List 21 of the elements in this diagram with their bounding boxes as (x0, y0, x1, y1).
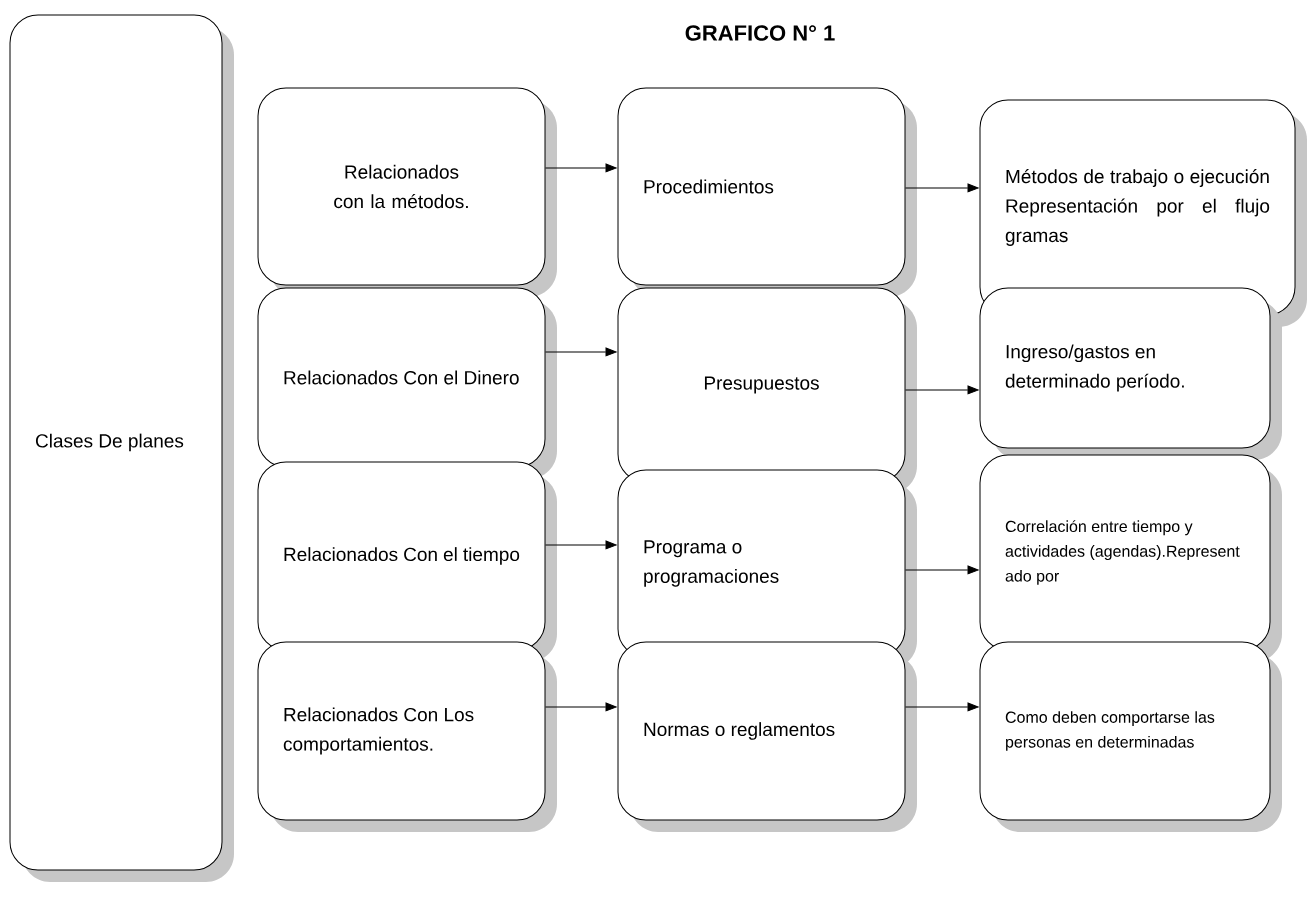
rounded-box: Ingreso/gastos en determinado período. (979, 287, 1282, 460)
arrow (545, 347, 617, 357)
arrow (905, 385, 979, 395)
rounded-box: Relacionados Con el Dinero (257, 287, 557, 479)
rounded-box: Como deben comportarse las personas en determinadas (979, 641, 1282, 832)
title: GRAFICO N° 1 (685, 25, 835, 41)
rounded-box: Relacionados con la métodos. (257, 87, 557, 297)
arrow (545, 540, 617, 550)
arrow (905, 183, 979, 193)
rounded-box: Correlación entre tiempo y actividades (agendas).Represent ado por (979, 454, 1282, 662)
arrow (545, 163, 617, 173)
rounded-box: Relacionados Con el tiempo (257, 461, 557, 662)
arrow (905, 702, 979, 712)
arrow (545, 702, 617, 712)
rounded-box: Clases De planes (9, 14, 234, 882)
rounded-box: Presupuestos (617, 287, 917, 494)
rounded-box: Procedimientos (617, 87, 917, 297)
rounded-box: Normas o reglamentos (617, 641, 917, 832)
rounded-box: Programa o programaciones (617, 469, 917, 669)
rounded-box: Relacionados Con Los comportamientos. (257, 641, 557, 832)
arrow (905, 565, 979, 575)
